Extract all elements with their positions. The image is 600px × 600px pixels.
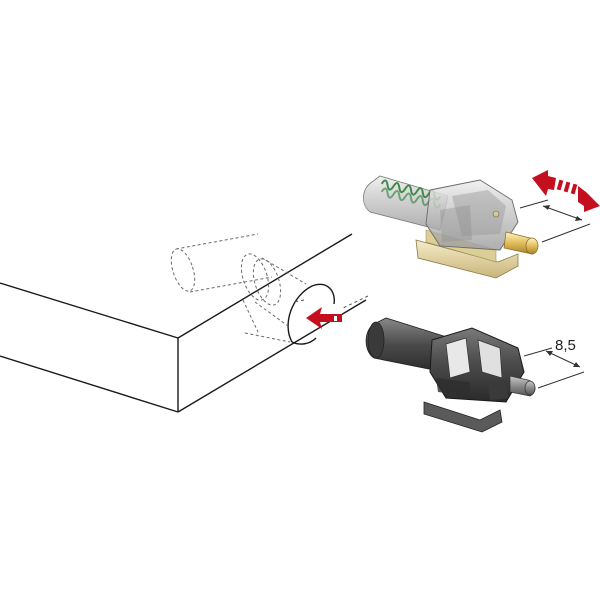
insertion-dashed-line: [342, 295, 369, 309]
travel-dimension: [519, 199, 591, 243]
hidden-bore-collar-1: [240, 253, 270, 301]
hidden-bore: [170, 233, 307, 343]
board-bore-hole-inner: [291, 337, 317, 345]
insertion-guide: [293, 295, 369, 329]
board-top-right-edge: [177, 233, 353, 339]
dark-connector: [365, 317, 536, 433]
board-panel: [0, 233, 367, 413]
dimension-label: 8,5: [555, 337, 576, 354]
motion-arrow-icon: [532, 170, 600, 212]
board-bore-hole: [287, 283, 335, 343]
board-front-bottom-edge: [0, 355, 179, 413]
board-top-back-edge: [0, 282, 179, 339]
dark-connector-base: [423, 401, 503, 433]
hidden-bore-collar-2: [252, 258, 282, 306]
hidden-bore-end: [170, 248, 196, 292]
pin-length-dimension: [523, 347, 585, 389]
grey-pin: [509, 375, 536, 397]
insert-arrow-icon: [306, 307, 342, 329]
gold-pin: [503, 231, 539, 255]
translucent-connector: [363, 175, 539, 279]
connector-base-plate: [415, 239, 519, 279]
